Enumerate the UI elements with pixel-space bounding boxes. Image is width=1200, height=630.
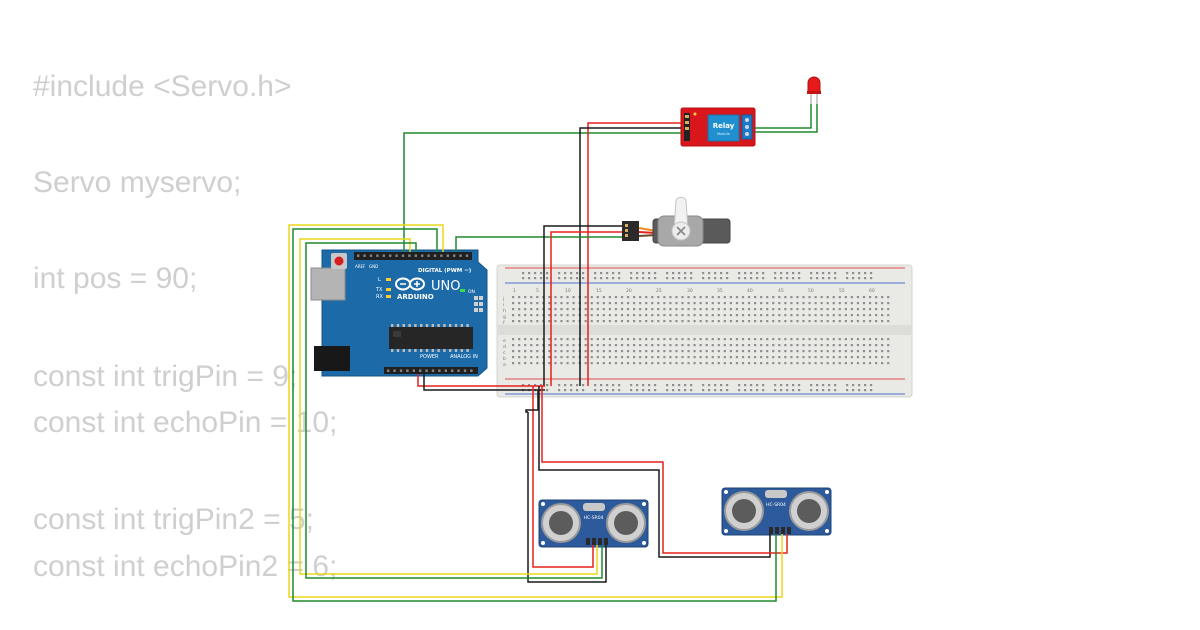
bb-row-j: j	[502, 296, 504, 302]
wire-red-5v-rail[interactable]	[417, 374, 545, 387]
atmega-chip	[389, 327, 473, 349]
bb-row-i: i	[503, 302, 504, 308]
bb-col-25: 25	[656, 288, 662, 294]
wire-green-led-2[interactable]	[755, 104, 818, 133]
wire-red-servo-vcc[interactable]	[550, 231, 622, 386]
rx-label: RX	[376, 294, 383, 300]
tx-label: TX	[375, 287, 383, 293]
wire-green-relay-signal[interactable]	[403, 132, 681, 252]
bb-row-c: c	[503, 351, 506, 356]
arduino-uno-board[interactable]: DIGITAL (PWM ~) AREF GND L TX RX UNO ARD…	[310, 249, 488, 377]
servo-motor[interactable]	[622, 196, 731, 247]
bb-col-10: 10	[565, 288, 571, 294]
analog-label: ANALOG IN	[450, 354, 478, 360]
bb-col-45: 45	[778, 288, 784, 294]
wire-red-sensor2-vcc[interactable]	[541, 386, 788, 554]
wire-black-gnd-rail[interactable]	[423, 374, 545, 391]
bb-col-30: 30	[687, 288, 693, 294]
bb-col-5: 5	[536, 288, 539, 294]
wire-green-led-1[interactable]	[755, 104, 812, 129]
bb-col-15: 15	[596, 288, 602, 294]
breadboard[interactable]: 1 5 10 15 20 25 30 35 40 45 50 55 60 j i…	[496, 264, 913, 398]
ultrasonic-sensor-1[interactable]: HC-SR04	[538, 499, 649, 548]
bb-row-g: g	[503, 315, 506, 320]
bb-col-40: 40	[747, 288, 753, 294]
gnd-label: GND	[369, 264, 378, 269]
breadboard-holes	[512, 272, 890, 392]
wire-green-sensor1-echo[interactable]	[305, 242, 603, 579]
usb-port	[310, 267, 346, 301]
wire-black-sensor1-gnd[interactable]	[527, 412, 607, 583]
wire-red-relay-vcc[interactable]	[587, 122, 681, 386]
power-jack	[314, 346, 350, 371]
arduino-logo-icon	[395, 277, 425, 291]
wire-black-servo-gnd[interactable]	[543, 225, 622, 386]
wire-green-sensor2-echo[interactable]	[292, 228, 777, 602]
code-line-echopin: const int echoPin = 10;	[33, 406, 338, 439]
bb-col-60: 60	[869, 288, 875, 294]
wire-yellow-sensor1-trig[interactable]	[299, 238, 598, 575]
bb-row-d: d	[503, 344, 506, 350]
red-led[interactable]	[807, 76, 821, 104]
code-line-include: #include <Servo.h>	[33, 70, 292, 103]
bb-row-a: a	[503, 363, 506, 368]
bb-row-f: f	[503, 320, 505, 326]
uno-label: UNO	[431, 279, 460, 294]
bb-col-1: 1	[513, 288, 516, 294]
code-line-echopin2: const int echoPin2 = 6;	[33, 550, 338, 583]
relay-module[interactable]: Relay Module	[680, 107, 756, 147]
bb-row-b: b	[503, 356, 506, 362]
reset-button[interactable]	[334, 256, 344, 266]
bb-row-e: e	[503, 339, 506, 344]
wire-green-servo-signal[interactable]	[455, 236, 622, 252]
relay-label: Relay	[713, 122, 735, 130]
arduino-brand-label: ARDUINO	[397, 293, 434, 301]
code-line-trigpin: const int trigPin = 9;	[33, 360, 298, 393]
bb-col-20: 20	[626, 288, 632, 294]
power-analog-header	[384, 367, 478, 374]
wire-yellow-sensor2-trig[interactable]	[288, 224, 783, 598]
power-label: POWER	[420, 354, 439, 360]
sensor-2-label: HC-SR04	[766, 502, 786, 508]
bb-col-35: 35	[717, 288, 723, 294]
on-label: ON	[468, 289, 475, 295]
bb-col-55: 55	[839, 288, 845, 294]
code-line-pos: int pos = 90;	[33, 262, 198, 295]
wire-red-sensor1-vcc[interactable]	[532, 386, 594, 568]
digital-header	[354, 252, 472, 260]
code-line-servo: Servo myservo;	[33, 166, 242, 199]
wire-black-bridge[interactable]	[525, 390, 539, 413]
wire-black-relay-gnd[interactable]	[579, 127, 681, 386]
l-led-label: L	[378, 277, 381, 283]
digital-label: DIGITAL (PWM ~)	[418, 268, 472, 274]
ultrasonic-sensor-2[interactable]: HC-SR04	[721, 487, 832, 536]
bb-row-h: h	[503, 308, 506, 314]
relay-sub-label: Module	[717, 132, 730, 136]
bb-col-50: 50	[808, 288, 814, 294]
sensor-1-label: HC-SR04	[584, 515, 604, 521]
aref-label: AREF	[355, 264, 366, 269]
